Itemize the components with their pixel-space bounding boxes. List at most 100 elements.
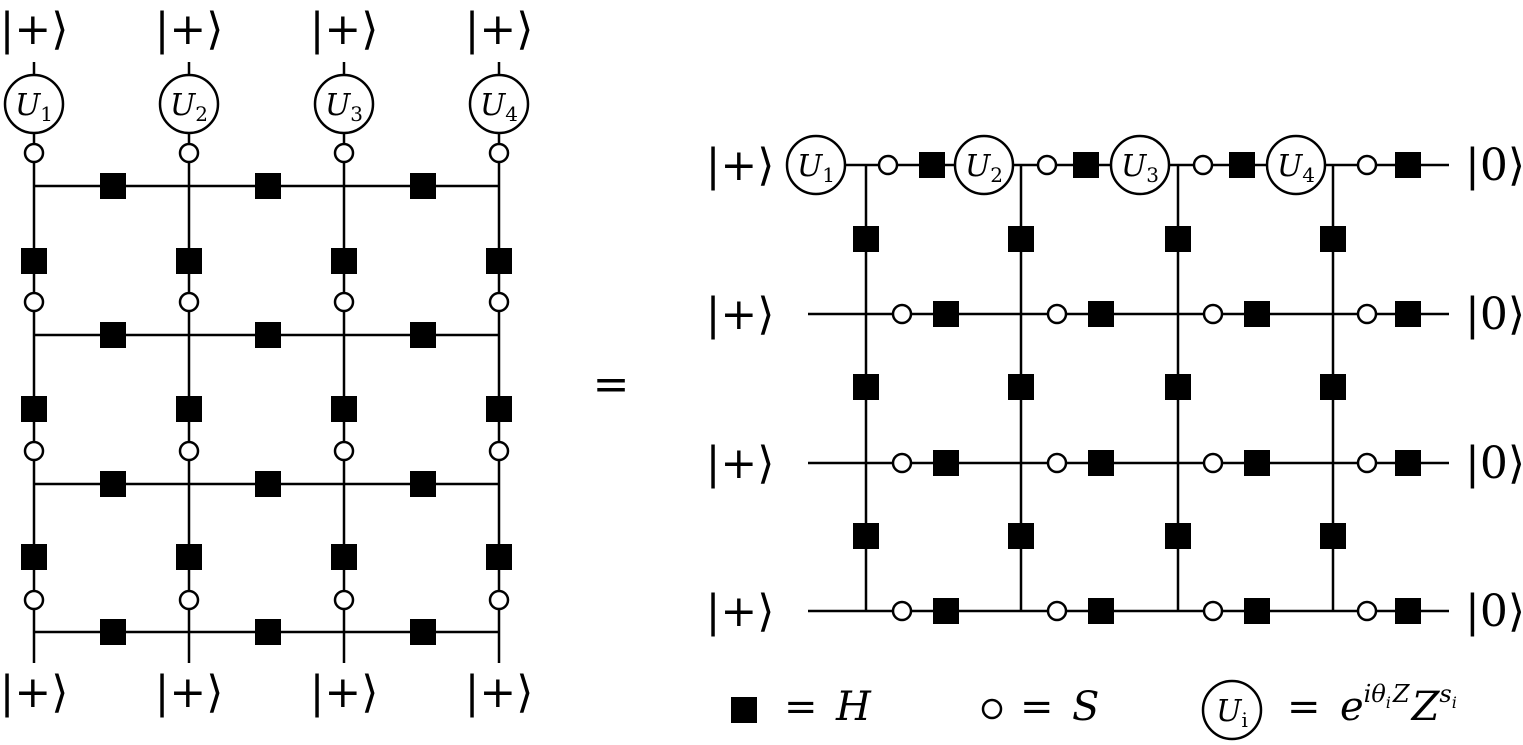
- phase-gate: [333, 440, 355, 462]
- hadamard-gate: [1008, 226, 1034, 252]
- hadamard-gate: [100, 322, 126, 348]
- bottom-ket-label: |+⟩: [155, 667, 224, 718]
- phase-gate: [1356, 452, 1378, 474]
- phase-gate: [23, 440, 45, 462]
- legend-hadamard-equals: =: [784, 684, 818, 730]
- phase-gate: [1356, 303, 1378, 325]
- hadamard-gate: [21, 248, 47, 274]
- hadamard-gate: [933, 301, 959, 327]
- phase-gate: [333, 142, 355, 164]
- input-ket-label: |+⟩: [706, 438, 775, 489]
- unitary-gate-label: U3: [1121, 149, 1159, 187]
- hadamard-gate: [255, 173, 281, 199]
- phase-gate: [488, 291, 510, 313]
- hadamard-gate: [1165, 523, 1191, 549]
- phase-gate: [23, 142, 45, 164]
- output-ket-label: |0⟩: [1465, 438, 1523, 489]
- phase-gate: [488, 589, 510, 611]
- output-ket-label: |0⟩: [1465, 289, 1523, 340]
- phase-gate: [891, 452, 913, 474]
- hadamard-gate: [410, 619, 436, 645]
- hadamard-gate: [410, 471, 436, 497]
- hadamard-gate: [21, 544, 47, 570]
- output-ket-label: |0⟩: [1465, 140, 1523, 191]
- hadamard-gate: [255, 322, 281, 348]
- hadamard-gate: [486, 396, 512, 422]
- hadamard-gate: [853, 523, 879, 549]
- hadamard-gate: [1088, 301, 1114, 327]
- hadamard-gate: [486, 248, 512, 274]
- phase-gate: [1202, 303, 1224, 325]
- unitary-gate: [3, 73, 65, 135]
- hadamard-gate: [1088, 450, 1114, 476]
- hadamard-gate: [1244, 598, 1270, 624]
- phase-gate: [178, 589, 200, 611]
- unitary-gate: [313, 73, 375, 135]
- hadamard-gate: [933, 598, 959, 624]
- unitary-gate: [785, 134, 847, 196]
- legend-hadamard-symbol: H: [835, 684, 872, 730]
- hadamard-gate: [1244, 450, 1270, 476]
- top-ket-label: |+⟩: [155, 4, 224, 55]
- hadamard-gate: [1008, 374, 1034, 400]
- hadamard-gate: [1395, 450, 1421, 476]
- hadamard-gate: [933, 450, 959, 476]
- phase-gate: [1046, 303, 1068, 325]
- input-ket-label: |+⟩: [706, 586, 775, 637]
- hadamard-gate: [176, 248, 202, 274]
- unitary-gate: [468, 73, 530, 135]
- unitary-gate-label: U1: [797, 149, 835, 187]
- legend-unitary-label: Ui: [1216, 694, 1248, 732]
- hadamard-gate: [176, 396, 202, 422]
- hadamard-gate: [1395, 301, 1421, 327]
- phase-gate: [1036, 154, 1058, 176]
- hadamard-gate: [1073, 152, 1099, 178]
- unitary-gate: [1265, 134, 1327, 196]
- hadamard-gate: [1165, 226, 1191, 252]
- unitary-gate: [1109, 134, 1171, 196]
- hadamard-gate: [331, 248, 357, 274]
- hadamard-gate: [1244, 301, 1270, 327]
- phase-gate: [23, 291, 45, 313]
- phase-gate: [178, 440, 200, 462]
- phase-gate: [488, 440, 510, 462]
- phase-gate: [1202, 452, 1224, 474]
- top-ket-label: |+⟩: [0, 4, 68, 55]
- unitary-gate-label: U2: [965, 149, 1003, 187]
- phase-gate: [1046, 452, 1068, 474]
- phase-gate: [877, 154, 899, 176]
- phase-gate: [178, 291, 200, 313]
- legend: = H = S Ui = eiθiZZsi: [731, 679, 1457, 741]
- phase-gate: [333, 291, 355, 313]
- hadamard-gate: [331, 396, 357, 422]
- legend-phase-symbol: S: [1072, 684, 1099, 730]
- input-ket-label: |+⟩: [706, 140, 775, 191]
- hadamard-gate: [486, 544, 512, 570]
- hadamard-gate: [100, 173, 126, 199]
- hadamard-gate: [1008, 523, 1034, 549]
- hadamard-gate: [410, 173, 436, 199]
- legend-hadamard-box-icon: [731, 697, 757, 723]
- phase-gate: [23, 589, 45, 611]
- phase-gate: [1046, 600, 1068, 622]
- unitary-gate-label: U1: [15, 88, 53, 126]
- hadamard-gate: [1320, 374, 1346, 400]
- hadamard-gate: [331, 544, 357, 570]
- phase-gate: [1356, 600, 1378, 622]
- unitary-gate-label: U2: [170, 88, 208, 126]
- bottom-ket-label: |+⟩: [465, 667, 534, 718]
- hadamard-gate: [1229, 152, 1255, 178]
- legend-phase-equals: =: [1020, 684, 1054, 730]
- unitary-gate: [953, 134, 1015, 196]
- input-ket-label: |+⟩: [706, 289, 775, 340]
- phase-gate: [891, 303, 913, 325]
- output-ket-label: |0⟩: [1465, 586, 1523, 637]
- bottom-ket-label: |+⟩: [0, 667, 68, 718]
- hadamard-gate: [255, 471, 281, 497]
- top-ket-label: |+⟩: [465, 4, 534, 55]
- hadamard-gate: [1165, 374, 1191, 400]
- unitary-gate-label: U3: [325, 88, 363, 126]
